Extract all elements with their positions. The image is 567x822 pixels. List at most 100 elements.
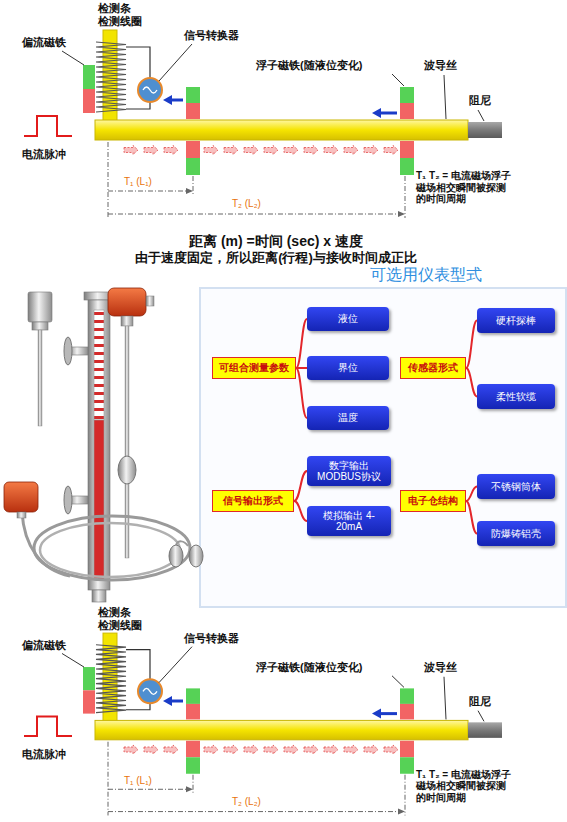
pulse-arrow [164,745,178,754]
pulse-arrow [324,146,338,155]
node-text: 可组合测量参数 [219,362,289,374]
pulse-arrow [304,745,318,754]
dimension-t2 [108,811,401,812]
magnet-pole [400,158,414,175]
magnet-pole [400,757,414,773]
signal-arrow-head [372,108,381,118]
dimension-label: T₁ (L₁) [124,775,180,787]
option-box: 柔性软缆 [477,384,555,409]
dimension-origin [108,742,109,816]
current-pulse-symbol [24,717,72,736]
leader-line [478,110,484,121]
pulse-arrow [344,146,358,155]
branch-line [296,319,307,368]
magnet-pole [186,158,200,175]
bias-magnet-south [83,690,95,713]
node-text: 信号输出形式 [223,495,283,507]
dimension-t1 [108,191,189,192]
leader-line [392,676,404,688]
pulse-arrow [364,745,378,754]
dimension-origin [108,142,109,218]
note-text: T₁ T₂ = 电流磁场浮子 磁场相交瞬間被探测 的时间周期 [416,170,534,205]
leader-line [444,75,446,119]
node-text: 界位 [338,362,358,374]
part-label: 阻尼 [469,94,503,107]
dimension-tick [193,176,194,196]
magnet-pole [186,87,200,103]
signal-arrow [379,112,397,115]
dimension-label: T₂ (L₂) [232,198,288,210]
pulse-arrow [164,146,178,155]
part-label: 浮子磁铁(随液位变化) [256,661,401,674]
dimension-tick [405,775,406,816]
pulse-arrow [144,146,158,155]
detection-coil [96,645,126,713]
formula-text: 由于速度固定，所以距离(行程)与接收时间成正比 [0,251,552,266]
part-label: 阻尼 [469,695,503,708]
rod-probe-photo [28,292,52,426]
pulse-arrow [384,146,398,155]
magnet-pole [186,704,200,720]
signal-arrow-head [372,709,381,719]
option-box: 硬杆探棒 [477,308,555,333]
pulse-arrow [224,146,238,155]
node-text: 温度 [338,412,358,424]
signal-converter [138,78,162,102]
leader-line [444,677,446,720]
part-label: 检测条 检测线圈 [98,2,150,27]
part-label: 波导丝 [424,661,474,674]
signal-converter [138,679,162,703]
node-text: 传感器形式 [408,362,458,374]
part-label: 偏流磁铁 [22,36,84,49]
dimension-t1 [108,789,189,790]
current-pulse-symbol [24,116,72,136]
magnet-pole [400,688,414,704]
option-box: 液位 [307,307,389,331]
magnet-pole [400,141,414,158]
dimension-arrow [186,188,193,194]
damper [468,122,502,138]
option-box: 模拟输出 4-20mA [307,506,391,536]
converter-symbol [143,87,157,93]
option-panel [200,288,566,607]
bias-magnet-south [83,89,95,113]
magnet-pole [186,757,200,773]
magnet-pole [400,704,414,720]
pulse-arrow [284,745,298,754]
branch-line [466,487,477,502]
detection-coil [96,42,126,112]
converter-symbol [143,688,157,694]
pulse-arrow [244,146,258,155]
magnet-pole [186,741,200,757]
damper [468,722,502,738]
option-box: 数字输出 MODBUS协议 [307,456,391,486]
pulse-arrow [364,146,378,155]
branch-line [466,368,477,397]
part-label: 信号转换器 [184,29,274,42]
pulse-arrow [384,745,398,754]
dimension-arrow [398,211,405,217]
magnet-pole [400,87,414,103]
pulse-arrow [124,146,138,155]
waveguide-rod [95,720,468,739]
node-text: 硬杆探棒 [496,315,536,327]
magnet-pole [400,103,414,119]
pulse-arrow [264,146,278,155]
category-box: 信号输出形式 [212,490,294,512]
option-box: 界位 [307,356,389,380]
signal-arrow-head [163,95,172,105]
leader-line [392,74,404,86]
option-box: 不锈钢筒体 [477,474,555,499]
formula-text: 距离 (m) =时间 (sec) x 速度 [0,233,552,249]
leader-line [478,711,484,722]
note-text: T₁ T₂ = 电流磁场浮子 磁场相交瞬間被探测 的时间周期 [416,769,534,804]
branch-line [294,501,307,521]
part-label: 检测条 检测线圈 [98,606,150,631]
bias-magnet-north [83,65,95,89]
pulse-arrow [244,745,258,754]
magnet-pole [186,103,200,119]
flexible-cable-sensor-photo [4,482,203,580]
magnet-pole [186,141,200,158]
pulse-arrow [304,146,318,155]
